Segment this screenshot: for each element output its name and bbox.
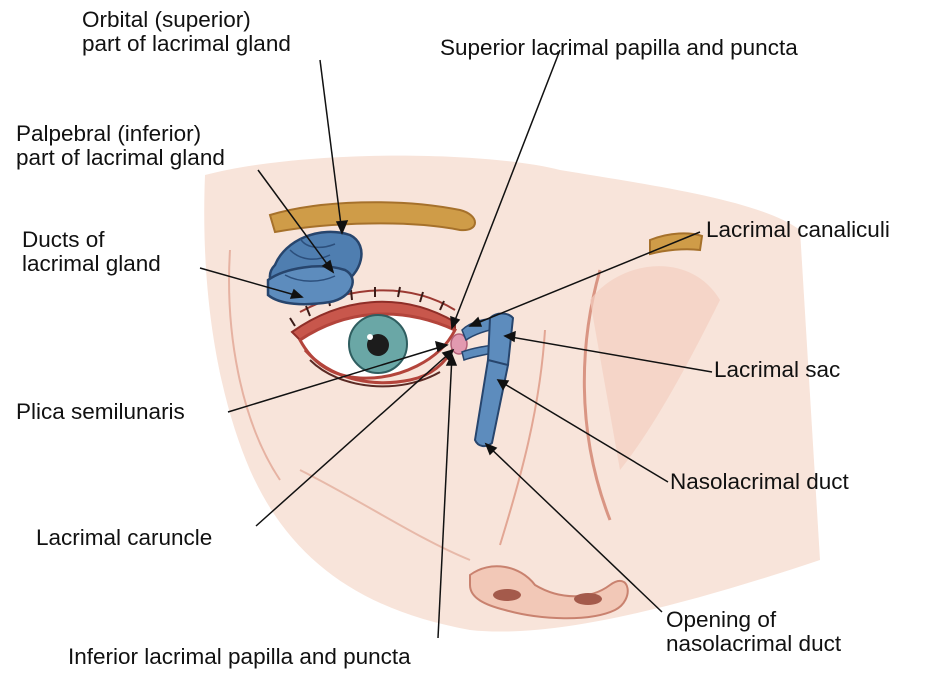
lacrimal-sac-shape [488,314,513,367]
label-ducts-gland-line-1: Ducts of [22,228,161,252]
label-opening-line-2: nasolacrimal duct [666,632,841,656]
label-palpebral-gland-line-2: part of lacrimal gland [16,146,225,170]
label-inferior-papilla: Inferior lacrimal papilla and puncta [68,645,411,669]
nostril-right [574,593,602,605]
label-caruncle-text: Lacrimal caruncle [36,526,212,550]
label-superior-papilla-text: Superior lacrimal papilla and puncta [440,36,798,60]
label-canaliculi-text: Lacrimal canaliculi [706,218,890,242]
label-palpebral-gland: Palpebral (inferior) part of lacrimal gl… [16,122,225,170]
label-inferior-papilla-text: Inferior lacrimal papilla and puncta [68,645,411,669]
label-caruncle: Lacrimal caruncle [36,526,212,550]
label-superior-papilla: Superior lacrimal papilla and puncta [440,36,798,60]
label-canaliculi: Lacrimal canaliculi [706,218,890,242]
label-orbital-gland-line-1: Orbital (superior) [82,8,291,32]
label-plica: Plica semilunaris [16,400,185,424]
label-opening: Opening of nasolacrimal duct [666,608,841,656]
label-nasolacrimal-duct: Nasolacrimal duct [670,470,849,494]
label-ducts-gland-line-2: lacrimal gland [22,252,161,276]
label-sac: Lacrimal sac [714,358,840,382]
nostril-left [493,589,521,601]
label-ducts-gland: Ducts of lacrimal gland [22,228,161,276]
label-palpebral-gland-line-1: Palpebral (inferior) [16,122,225,146]
label-plica-text: Plica semilunaris [16,400,185,424]
label-nasolacrimal-duct-text: Nasolacrimal duct [670,470,849,494]
iris-highlight [367,334,373,340]
label-orbital-gland-line-2: part of lacrimal gland [82,32,291,56]
label-orbital-gland: Orbital (superior) part of lacrimal glan… [82,8,291,56]
palpebral-gland-lobe [268,266,353,304]
label-sac-text: Lacrimal sac [714,358,840,382]
label-opening-line-1: Opening of [666,608,841,632]
